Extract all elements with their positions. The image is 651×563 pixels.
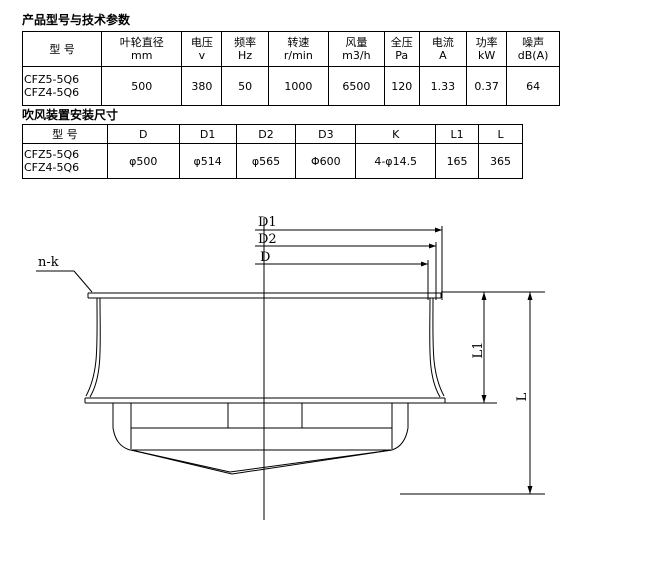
header-name: 电流 [431, 36, 454, 49]
bell-right-outer [429, 297, 441, 398]
dims-data-row: CFZ5-5Q6 CFZ4-5Q6 φ500 φ514 φ565 Φ600 4-… [22, 143, 523, 179]
header-name: 风量 [345, 36, 368, 49]
spec-value-cell: 64 [506, 66, 560, 106]
header-name: 型 号 [49, 42, 75, 56]
l-arrow-top [527, 292, 533, 300]
l-arrow-bottom [527, 486, 533, 494]
label-d1: D1 [258, 215, 277, 230]
dims-header-cell: 型 号 [22, 124, 108, 144]
dims-header-cell: D3 [295, 124, 357, 144]
header-name: 全压 [390, 36, 413, 49]
d-arrow [421, 261, 428, 267]
spec-header-current: 电流 A [418, 31, 468, 67]
spec-header-model: 型 号 [21, 31, 103, 67]
bell-right-inner [432, 297, 445, 397]
spec-data-row: CFZ5-5Q6 CFZ4-5Q6 500 380 50 1000 6500 1… [21, 66, 560, 106]
spec-header-noise: 噪声 dB(A) [506, 31, 560, 67]
spec-header-impeller: 叶轮直径 mm [101, 31, 183, 67]
spec-value-cell: 1000 [267, 66, 329, 106]
header-name: 功率 [475, 36, 498, 49]
dims-value-cell: 4-φ14.5 [355, 143, 437, 179]
spec-table: 型 号 叶轮直径 mm 电压 v 频率 Hz 转速 r/min 风量 m3/h … [21, 31, 560, 106]
bell-left-outer [89, 297, 101, 398]
label-nk: n-k [38, 255, 59, 270]
model-name: CFZ5-5Q6 [24, 73, 80, 86]
header-unit: r/min [283, 49, 313, 62]
model-name: CFZ4-5Q6 [24, 86, 80, 99]
l1-arrow-top [481, 292, 487, 300]
spec-header-voltage: 电压 v [181, 31, 223, 67]
d1-arrow [435, 227, 442, 233]
spec-value-cell: 380 [181, 66, 223, 106]
header-name: 频率 [234, 36, 257, 49]
header-unit: Hz [238, 49, 253, 62]
nk-leader-diagonal [73, 270, 93, 293]
label-l1: L1 [471, 342, 486, 359]
lower-curve-right [391, 427, 409, 451]
dims-value-cell: Φ600 [295, 143, 357, 179]
cone-left-inner [130, 449, 233, 475]
header-name: 电压 [190, 36, 213, 49]
spec-value-cell: 1.33 [418, 66, 468, 106]
spec-header-pressure: 全压 Pa [383, 31, 420, 67]
dims-header-row: 型 号 D D1 D2 D3 K L1 L [22, 124, 523, 144]
spec-value-cell: 6500 [327, 66, 385, 106]
spec-value-cell: 0.37 [466, 66, 508, 106]
dims-value-cell: 365 [478, 143, 523, 179]
dims-model-cell: CFZ5-5Q6 CFZ4-5Q6 [22, 143, 108, 179]
header-unit: v [198, 49, 206, 62]
header-name: 转速 [287, 36, 310, 49]
header-name: 噪声 [522, 36, 545, 49]
spec-header-frequency: 频率 Hz [221, 31, 269, 67]
d2-arrow [429, 243, 436, 249]
dims-value-cell: φ514 [178, 143, 237, 179]
dims-title: 吹风装置安装尺寸 [22, 108, 119, 122]
header-unit: A [439, 49, 447, 62]
header-unit: Pa [395, 49, 409, 62]
lower-curve-left [112, 427, 131, 451]
spec-title: 产品型号与技术参数 [22, 13, 131, 27]
model-name: CFZ5-5Q6 [24, 148, 80, 161]
bell-left-inner [85, 297, 98, 397]
header-unit: m3/h [342, 49, 371, 62]
header-unit: mm [130, 49, 153, 62]
label-l: L [515, 392, 530, 401]
spec-value-cell: 500 [101, 66, 183, 106]
l1-arrow-bottom [481, 395, 487, 403]
spec-value-cell: 50 [221, 66, 269, 106]
label-d2: D2 [258, 232, 277, 247]
dims-table: 型 号 D D1 D2 D3 K L1 L CFZ5-5Q6 CFZ4-5Q6 … [22, 124, 523, 179]
label-d: D [260, 250, 270, 265]
model-name: CFZ4-5Q6 [24, 161, 80, 174]
header-name: 叶轮直径 [119, 36, 164, 49]
dims-value-cell: 165 [435, 143, 480, 179]
spec-header-row: 型 号 叶轮直径 mm 电压 v 频率 Hz 转速 r/min 风量 m3/h … [21, 31, 560, 67]
cone-right-inner [231, 449, 393, 475]
header-unit: dB(A) [517, 49, 549, 62]
dims-value-cell: φ500 [106, 143, 180, 179]
header-unit: kW [478, 49, 496, 62]
